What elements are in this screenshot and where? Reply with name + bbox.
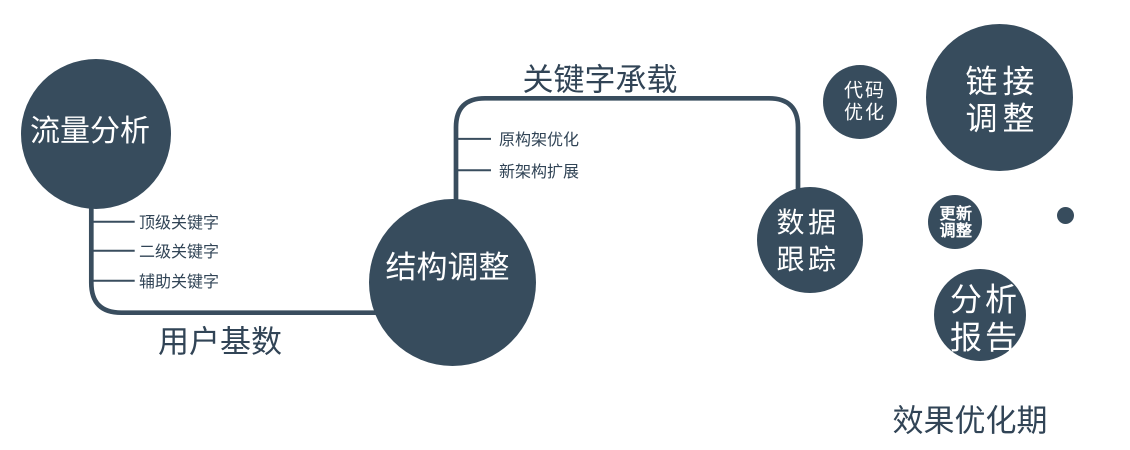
node-code-optimization-label: 代码 优化 (843, 80, 886, 124)
node-link-adjust-label: 链接 调整 (965, 63, 1040, 137)
node-traffic-analysis-label: 流量分析 (30, 115, 150, 148)
node-analysis-report: 分析 报告 (934, 269, 1026, 361)
node-code-optimization: 代码 优化 (823, 65, 897, 139)
branch-label-auxiliary-keyword: 辅助关键字 (139, 274, 220, 291)
edge-structure-to-tracking (453, 95, 801, 212)
branch-label-top-keyword: 顶级关键字 (139, 215, 220, 232)
node-data-tracking-label: 数据 跟踪 (776, 207, 840, 275)
node-traffic-analysis: 流量分析 (21, 59, 171, 209)
edge-traffic-to-structure (88, 200, 385, 316)
branch-label-secondary-keyword: 二级关键字 (139, 244, 220, 261)
branch-label-new-architecture: 新架构扩展 (499, 163, 580, 181)
node-structure-adjust-label: 结构调整 (385, 250, 510, 285)
node-structure-adjust: 结构调整 (369, 199, 536, 366)
node-analysis-report-label: 分析 报告 (949, 281, 1020, 356)
stage-label: 效果优化期 (892, 403, 1048, 439)
node-data-tracking: 数据 跟踪 (757, 187, 863, 293)
node-update-adjust-label: 更新 调整 (939, 206, 973, 240)
edge-label-user-base: 用户基数 (158, 324, 282, 360)
edge-label-keyword-carry: 关键字承载 (522, 62, 678, 97)
node-link-adjust: 链接 调整 (926, 24, 1073, 171)
bullet-dot (1057, 206, 1074, 224)
node-update-adjust: 更新 调整 (928, 195, 982, 249)
branch-label-original-architecture: 原构架优化 (499, 132, 580, 149)
